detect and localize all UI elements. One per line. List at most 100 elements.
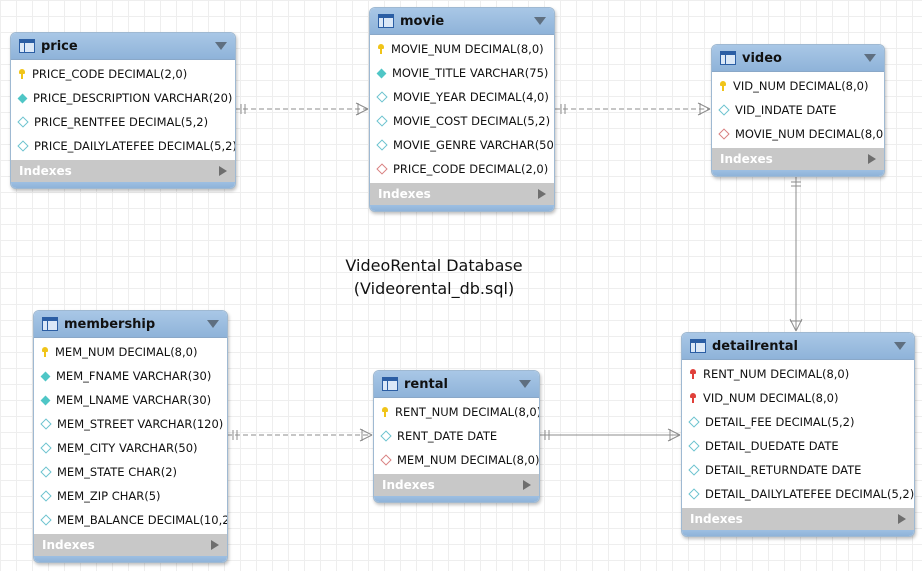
indexes-section[interactable]: Indexes <box>34 534 227 556</box>
relationship-price-movie[interactable] <box>235 102 369 116</box>
column-row[interactable]: DETAIL_FEE DECIMAL(5,2) <box>682 410 914 434</box>
column-definition: VID_NUM DECIMAL(8,0) <box>733 79 869 93</box>
nullable-column-icon <box>40 418 52 430</box>
column-row[interactable]: DETAIL_RETURNDATE DATE <box>682 458 914 482</box>
table-detailrental[interactable]: detailrental RENT_NUM DECIMAL(8,0) VID_NU… <box>681 332 915 537</box>
indexes-section[interactable]: Indexes <box>374 474 539 496</box>
nullable-column-icon <box>17 116 29 128</box>
table-header[interactable]: movie <box>370 8 554 35</box>
relationship-membership-rental[interactable] <box>227 428 373 442</box>
chevron-down-icon[interactable] <box>534 17 546 25</box>
indexes-label: Indexes <box>382 478 435 492</box>
nullable-column-icon <box>40 490 52 502</box>
indexes-label: Indexes <box>42 538 95 552</box>
column-definition: VID_NUM DECIMAL(8,0) <box>703 391 839 405</box>
relationship-video-detailrental[interactable] <box>789 177 803 332</box>
expand-arrow-icon[interactable] <box>868 154 876 164</box>
table-header[interactable]: detailrental <box>682 333 914 360</box>
table-header[interactable]: video <box>712 45 884 72</box>
column-definition: RENT_NUM DECIMAL(8,0) <box>703 367 850 381</box>
table-icon <box>42 317 58 331</box>
column-row[interactable]: RENT_NUM DECIMAL(8,0) <box>682 362 914 386</box>
chevron-down-icon[interactable] <box>864 54 876 62</box>
table-footer <box>374 496 539 502</box>
column-definition: RENT_NUM DECIMAL(8,0) <box>395 405 540 419</box>
table-rental[interactable]: rental RENT_NUM DECIMAL(8,0) RENT_DATE DA… <box>373 370 540 503</box>
relationship-movie-video[interactable] <box>555 102 711 116</box>
table-name: video <box>742 50 782 66</box>
column-definition: MOVIE_NUM DECIMAL(8,0) <box>735 127 885 141</box>
nullable-column-icon <box>376 115 388 127</box>
nullable-column-icon <box>17 140 29 152</box>
chevron-down-icon[interactable] <box>894 342 906 350</box>
expand-arrow-icon[interactable] <box>523 480 531 490</box>
indexes-section[interactable]: Indexes <box>370 183 554 205</box>
indexes-section[interactable]: Indexes <box>682 508 914 530</box>
column-definition: MOVIE_YEAR DECIMAL(4,0) <box>393 90 549 104</box>
column-row[interactable]: RENT_DATE DATE <box>374 424 539 448</box>
indexes-section[interactable]: Indexes <box>11 160 235 182</box>
column-row[interactable]: MOVIE_TITLE VARCHAR(75) <box>370 61 554 85</box>
diagram-caption: VideoRental Database (Videorental_db.sql… <box>320 254 548 300</box>
table-header[interactable]: membership <box>34 311 227 338</box>
column-row[interactable]: MEM_STATE CHAR(2) <box>34 460 227 484</box>
nullable-column-icon <box>376 139 388 151</box>
column-definition: DETAIL_RETURNDATE DATE <box>705 463 862 477</box>
table-membership[interactable]: membership MEM_NUM DECIMAL(8,0)MEM_FNAME… <box>33 310 228 563</box>
column-row[interactable]: MOVIE_GENRE VARCHAR(50) <box>370 133 554 157</box>
expand-arrow-icon[interactable] <box>219 166 227 176</box>
indexes-label: Indexes <box>690 512 743 526</box>
table-video[interactable]: video VID_NUM DECIMAL(8,0) VID_INDATE DAT… <box>711 44 885 177</box>
column-row[interactable]: DETAIL_DUEDATE DATE <box>682 434 914 458</box>
table-movie[interactable]: movie MOVIE_NUM DECIMAL(8,0)MOVIE_TITLE … <box>369 7 555 212</box>
chevron-down-icon[interactable] <box>215 42 227 50</box>
primary-key-icon <box>382 407 388 417</box>
column-row[interactable]: MEM_FNAME VARCHAR(30) <box>34 364 227 388</box>
column-row[interactable]: PRICE_CODE DECIMAL(2,0) <box>370 157 554 181</box>
nullable-column-icon <box>40 466 52 478</box>
chevron-down-icon[interactable] <box>519 380 531 388</box>
expand-arrow-icon[interactable] <box>898 514 906 524</box>
column-row[interactable]: MEM_ZIP CHAR(5) <box>34 484 227 508</box>
column-row[interactable]: MEM_CITY VARCHAR(50) <box>34 436 227 460</box>
column-row[interactable]: MEM_LNAME VARCHAR(30) <box>34 388 227 412</box>
column-row[interactable]: VID_INDATE DATE <box>712 98 884 122</box>
indexes-section[interactable]: Indexes <box>712 148 884 170</box>
column-row[interactable]: VID_NUM DECIMAL(8,0) <box>712 74 884 98</box>
column-row[interactable]: MOVIE_YEAR DECIMAL(4,0) <box>370 85 554 109</box>
column-row[interactable]: PRICE_DESCRIPTION VARCHAR(20) <box>11 86 235 110</box>
column-list: VID_NUM DECIMAL(8,0) VID_INDATE DATE MOVIE… <box>712 72 884 148</box>
column-row[interactable]: PRICE_RENTFEE DECIMAL(5,2) <box>11 110 235 134</box>
column-row[interactable]: PRICE_CODE DECIMAL(2,0) <box>11 62 235 86</box>
relationship-rental-detailrental[interactable] <box>539 428 681 442</box>
table-header[interactable]: price <box>11 33 235 60</box>
column-definition: DETAIL_DUEDATE DATE <box>705 439 839 453</box>
nullable-column-icon <box>688 464 700 476</box>
table-price[interactable]: price PRICE_CODE DECIMAL(2,0)PRICE_DESCR… <box>10 32 236 189</box>
column-row[interactable]: MEM_BALANCE DECIMAL(10,2) <box>34 508 227 532</box>
column-row[interactable]: MEM_STREET VARCHAR(120) <box>34 412 227 436</box>
column-row[interactable]: DETAIL_DAILYLATEFEE DECIMAL(5,2) <box>682 482 914 506</box>
column-row[interactable]: MOVIE_COST DECIMAL(5,2) <box>370 109 554 133</box>
chevron-down-icon[interactable] <box>207 320 219 328</box>
primary-foreign-key-icon <box>690 369 696 379</box>
column-row[interactable]: PRICE_DAILYLATEFEE DECIMAL(5,2) <box>11 134 235 158</box>
column-row[interactable]: MEM_NUM DECIMAL(8,0) <box>374 448 539 472</box>
table-icon <box>19 39 35 53</box>
expand-arrow-icon[interactable] <box>211 540 219 550</box>
nullable-column-icon <box>380 430 392 442</box>
not-null-column-icon <box>376 68 387 78</box>
column-row[interactable]: MOVIE_NUM DECIMAL(8,0) <box>370 37 554 61</box>
nullable-column-icon <box>688 416 700 428</box>
column-row[interactable]: RENT_NUM DECIMAL(8,0) <box>374 400 539 424</box>
table-header[interactable]: rental <box>374 371 539 398</box>
column-row[interactable]: MOVIE_NUM DECIMAL(8,0) <box>712 122 884 146</box>
expand-arrow-icon[interactable] <box>538 189 546 199</box>
caption-filename: (Videorental_db.sql) <box>353 279 515 298</box>
column-definition: VID_INDATE DATE <box>735 103 837 117</box>
column-definition: MEM_CITY VARCHAR(50) <box>57 441 198 455</box>
column-row[interactable]: MEM_NUM DECIMAL(8,0) <box>34 340 227 364</box>
column-definition: DETAIL_FEE DECIMAL(5,2) <box>705 415 855 429</box>
column-list: PRICE_CODE DECIMAL(2,0)PRICE_DESCRIPTION… <box>11 60 235 160</box>
column-row[interactable]: VID_NUM DECIMAL(8,0) <box>682 386 914 410</box>
